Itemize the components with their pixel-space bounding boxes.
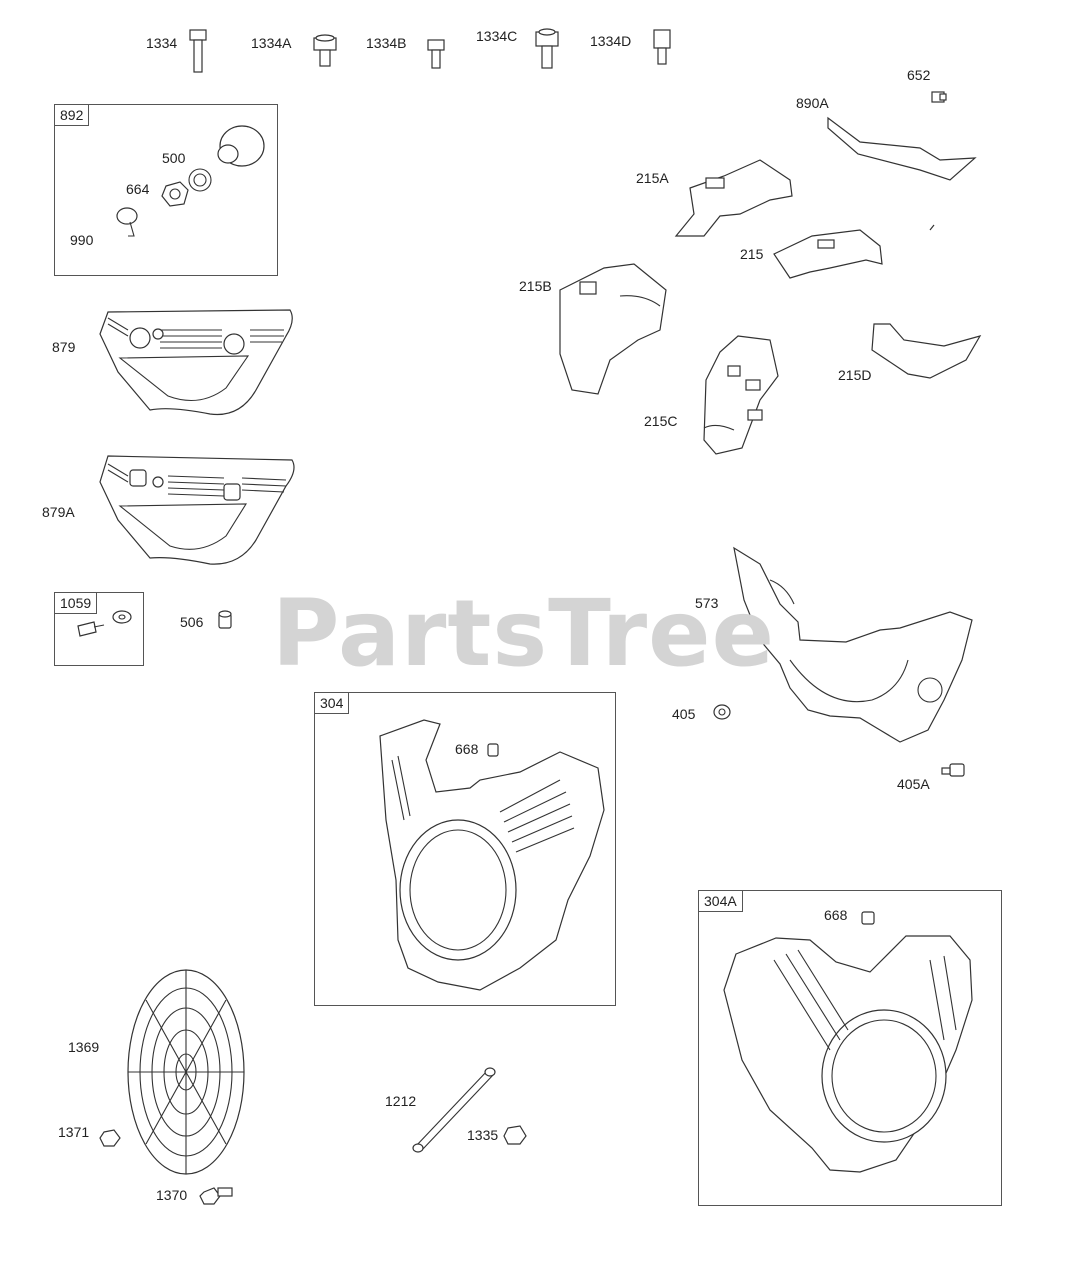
screw-washer-drawing bbox=[77, 610, 132, 637]
label-1334: 1334 bbox=[146, 35, 178, 51]
shield-215c-drawing bbox=[703, 335, 779, 455]
label-1334d: 1334D bbox=[590, 33, 632, 49]
fan-guard-1369-drawing bbox=[127, 969, 245, 1175]
baffle-573-drawing bbox=[733, 546, 973, 743]
label-879a: 879A bbox=[42, 504, 75, 520]
blower-housing-304-drawing bbox=[379, 719, 605, 991]
bolt-1334a-drawing bbox=[313, 34, 337, 67]
ignition-switch-drawing bbox=[116, 125, 265, 237]
label-990: 990 bbox=[70, 232, 94, 248]
label-215c: 215C bbox=[644, 413, 678, 429]
box-1059: 1059 bbox=[54, 592, 144, 666]
bracket-890a-drawing bbox=[827, 116, 977, 231]
bolt-1370-drawing bbox=[199, 1187, 233, 1205]
label-506: 506 bbox=[180, 614, 204, 630]
blower-housing-304a-drawing bbox=[723, 911, 973, 1173]
shield-215d-drawing bbox=[871, 323, 982, 379]
label-1334c: 1334C bbox=[476, 28, 518, 44]
label-664: 664 bbox=[126, 181, 150, 197]
box-304a-label: 304A bbox=[698, 890, 743, 912]
box-1059-label: 1059 bbox=[54, 592, 98, 614]
label-1369: 1369 bbox=[68, 1039, 100, 1055]
bolt-1334-drawing bbox=[189, 29, 207, 73]
label-668-b: 668 bbox=[824, 907, 848, 923]
tube-1212-drawing bbox=[412, 1067, 496, 1153]
label-652: 652 bbox=[907, 67, 931, 83]
label-1334b: 1334B bbox=[366, 35, 407, 51]
nut-1371-drawing bbox=[99, 1129, 121, 1147]
label-215b: 215B bbox=[519, 278, 552, 294]
label-573: 573 bbox=[695, 595, 719, 611]
label-1212: 1212 bbox=[385, 1093, 417, 1109]
box-892-label: 892 bbox=[54, 104, 90, 126]
cover-879-drawing bbox=[99, 309, 293, 416]
box-304: 304 bbox=[314, 692, 616, 1006]
label-879: 879 bbox=[52, 339, 76, 355]
box-304-label: 304 bbox=[314, 692, 350, 714]
label-215: 215 bbox=[740, 246, 764, 262]
shield-215-drawing bbox=[773, 229, 883, 279]
watermark: PartsTree bbox=[272, 580, 775, 687]
label-668: 668 bbox=[455, 741, 479, 757]
label-1370: 1370 bbox=[156, 1187, 188, 1203]
label-215a: 215A bbox=[636, 170, 669, 186]
bolt-1334c-drawing bbox=[535, 28, 559, 69]
box-892: 892 bbox=[54, 104, 278, 276]
cover-879a-drawing bbox=[99, 455, 295, 565]
label-1334a: 1334A bbox=[251, 35, 292, 51]
label-890a: 890A bbox=[796, 95, 829, 111]
shield-215b-drawing bbox=[559, 263, 667, 395]
label-215d: 215D bbox=[838, 367, 872, 383]
label-1335: 1335 bbox=[467, 1127, 499, 1143]
label-1371: 1371 bbox=[58, 1124, 90, 1140]
part-506-drawing bbox=[218, 610, 232, 629]
screw-405a-drawing bbox=[941, 763, 965, 777]
label-405a: 405A bbox=[897, 776, 930, 792]
box-304a: 304A bbox=[698, 890, 1002, 1206]
bolt-1334d-drawing bbox=[653, 29, 671, 65]
bolt-1334b-drawing bbox=[427, 39, 445, 69]
label-405: 405 bbox=[672, 706, 696, 722]
screw-652-drawing bbox=[931, 91, 947, 103]
nut-1335-drawing bbox=[503, 1125, 527, 1145]
shield-215a-drawing bbox=[674, 159, 793, 237]
label-500: 500 bbox=[162, 150, 186, 166]
screw-405-drawing bbox=[713, 704, 731, 720]
